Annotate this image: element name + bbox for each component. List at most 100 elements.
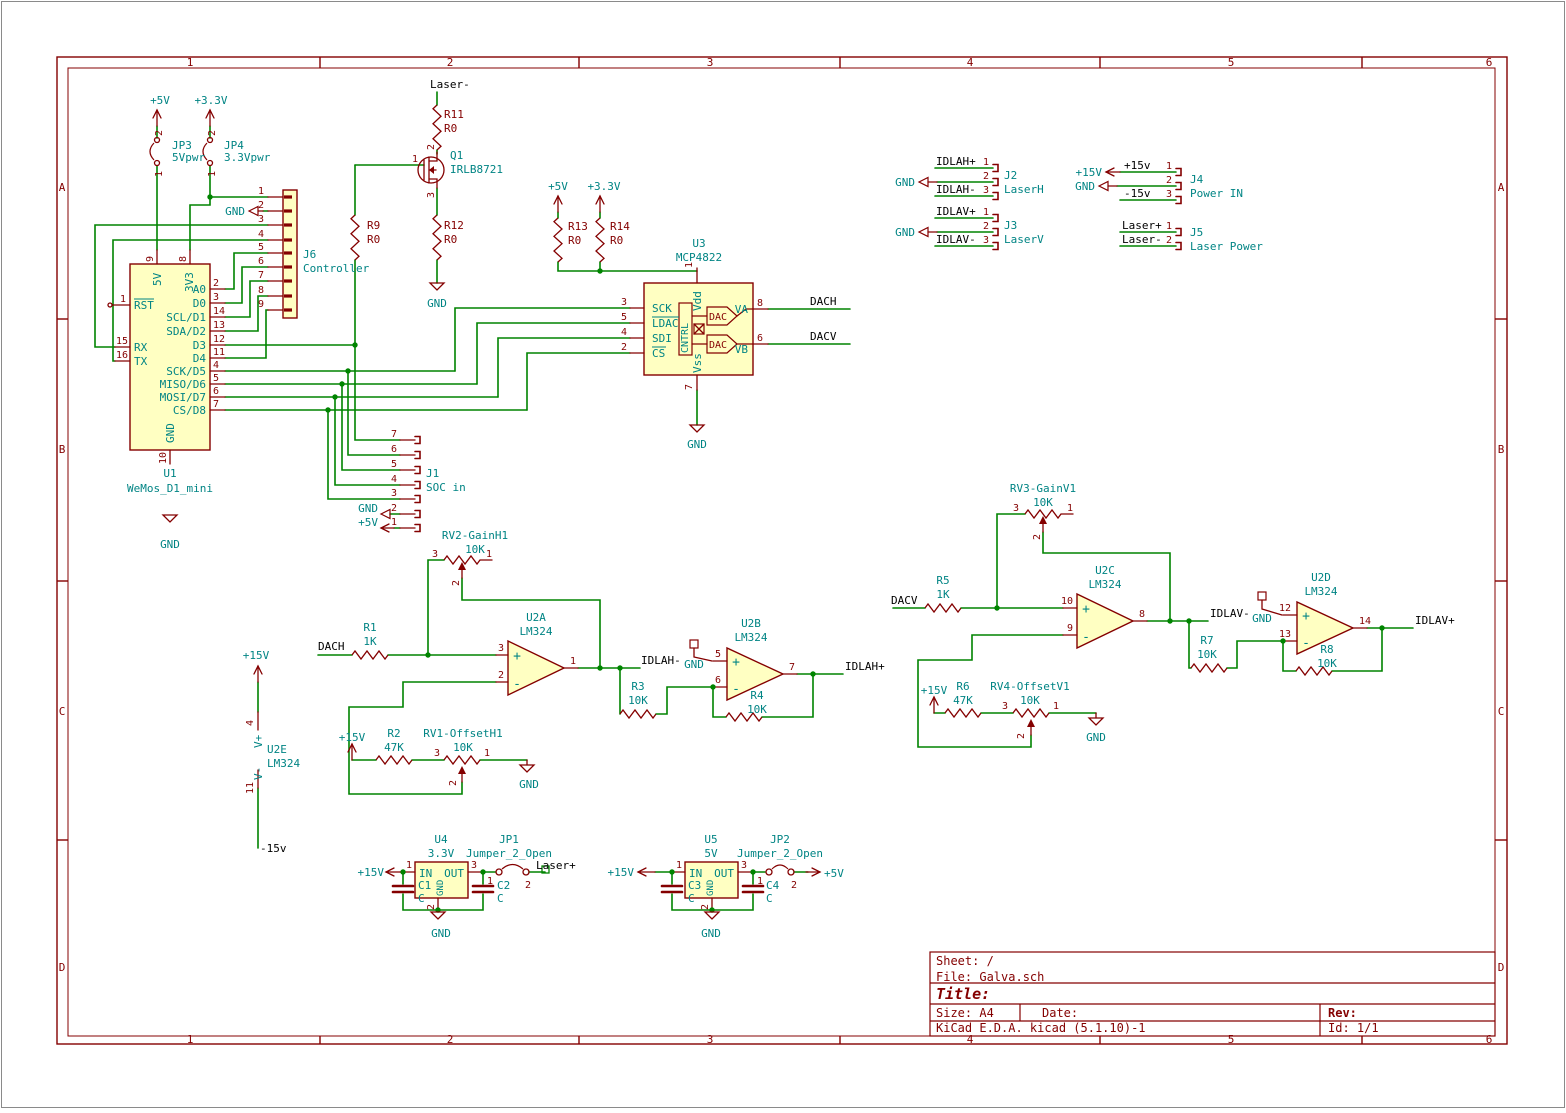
wire	[1226, 640, 1284, 669]
frame-col-2: 2	[447, 56, 454, 69]
u3-pin-va: VA	[735, 303, 749, 316]
j6-pad	[284, 251, 292, 255]
jp2-num-1: 1	[757, 876, 763, 887]
j5-num-2: 2	[1166, 235, 1172, 246]
u1-num-13: 13	[213, 320, 225, 331]
u1-value: WeMos_D1_mini	[127, 482, 213, 495]
junction-dot	[325, 407, 331, 413]
j1-5v: +5V	[358, 516, 378, 529]
power-arrow-left	[384, 867, 395, 877]
u1-num-1: 1	[120, 294, 126, 305]
u1-num-8: 8	[178, 256, 189, 262]
rv1-resistor	[443, 754, 481, 766]
u4-num-2: 2	[426, 904, 437, 910]
u5-gnd: GND	[701, 927, 721, 940]
c2-value: C	[497, 892, 504, 905]
r2-resistor	[375, 754, 413, 766]
net-laser-minus-top: Laser-	[430, 78, 470, 91]
frame-col-3: 3	[707, 1033, 714, 1046]
rv1-num-2: 2	[448, 780, 459, 786]
r1-value: 1K	[363, 635, 377, 648]
r1-resistor	[351, 649, 389, 661]
pwr-3v3-jp4: +3.3V	[194, 94, 227, 107]
j2-num-2: 2	[983, 171, 989, 182]
power-arrow-up	[253, 664, 263, 675]
j6-ref: J6	[303, 248, 316, 261]
junction-dot	[617, 665, 623, 671]
q1-num-2: 2	[426, 144, 437, 150]
pot-wiper-arrow	[1027, 719, 1035, 727]
r9-value: R0	[367, 233, 380, 246]
jp1-value: Jumper_2_Open	[466, 847, 552, 860]
u1-num-9: 9	[145, 256, 156, 262]
connector-pad	[992, 191, 999, 201]
gnd-input-flag	[379, 508, 391, 520]
u3-cntrl-box	[678, 302, 693, 356]
power-arrow-right	[811, 867, 822, 877]
u3-num-7: 7	[684, 384, 695, 390]
wire	[327, 409, 401, 500]
u2e-pin-vminus: V-	[252, 767, 265, 780]
rv4-num-3: 3	[1002, 701, 1008, 712]
j4-net-3: -15v	[1124, 187, 1151, 200]
j3-num-3: 3	[983, 235, 989, 246]
jp3-arc	[149, 142, 155, 161]
junction-dot	[425, 652, 431, 658]
jp4-pin1: 1	[207, 171, 218, 177]
frame-col-1: 1	[187, 1033, 194, 1046]
gnd-input-flag	[247, 205, 259, 217]
wire	[712, 686, 727, 718]
q1-gnd: GND	[427, 297, 447, 310]
frame-row-B: B	[1498, 443, 1505, 456]
connector-pad	[992, 241, 999, 251]
rv4-gnd: GND	[1086, 731, 1106, 744]
j6-num-9: 9	[258, 299, 264, 310]
wire	[224, 252, 269, 290]
net-idlav-plus: IDLAV+	[1415, 614, 1455, 627]
wire	[427, 559, 445, 656]
net-dacv-u3: DACV	[810, 330, 837, 343]
j4-num-1: 1	[1166, 161, 1172, 172]
q1-body	[417, 156, 445, 184]
rv2-value: 10K	[465, 543, 485, 556]
j4-flag: +15V	[1076, 166, 1103, 179]
u1-pin-a0: A0	[193, 283, 206, 296]
connector-pad	[1175, 227, 1182, 237]
j6-num-2: 2	[258, 200, 264, 211]
j3-gnd: GND	[895, 226, 915, 239]
u5-ref: U5	[704, 833, 717, 846]
r9-ref: R9	[367, 219, 380, 232]
r13-resistor	[553, 217, 563, 263]
net-15v-neg: -15v	[260, 842, 287, 855]
u1-num-2: 2	[213, 278, 219, 289]
r3-ref: R3	[631, 680, 644, 693]
wire	[348, 681, 497, 795]
jp2-pad	[787, 868, 795, 876]
u1-num-12: 12	[213, 334, 225, 345]
junction-dot	[669, 869, 675, 875]
u2d-minus: -	[1302, 636, 1310, 651]
u1-num-16: 16	[116, 350, 128, 361]
schematic-graphics	[94, 91, 1414, 920]
wire	[671, 893, 713, 911]
connector-pad	[992, 227, 999, 237]
power-arrow-left	[379, 523, 390, 533]
u2c-value: LM324	[1088, 578, 1121, 591]
wire	[112, 239, 269, 362]
j5-net-2: Laser-	[1122, 233, 1162, 246]
u5-num-3: 3	[741, 860, 747, 871]
u2a-plus: +	[513, 649, 521, 664]
j2-value: LaserH	[1004, 183, 1044, 196]
u3-dac1: DAC	[709, 312, 727, 323]
wire	[1331, 627, 1383, 672]
titleblock-size: Size: A4	[936, 1006, 994, 1020]
j6-num-8: 8	[258, 285, 264, 296]
wire	[402, 893, 439, 911]
j3-net-3: IDLAV-	[936, 233, 976, 246]
j6-pad	[284, 209, 292, 213]
u4-gnd: GND	[431, 927, 451, 940]
u1-pin-sck: SCK/D5	[166, 365, 206, 378]
u2b-gnd: GND	[684, 658, 704, 671]
jp3-ref: JP3	[172, 139, 192, 152]
